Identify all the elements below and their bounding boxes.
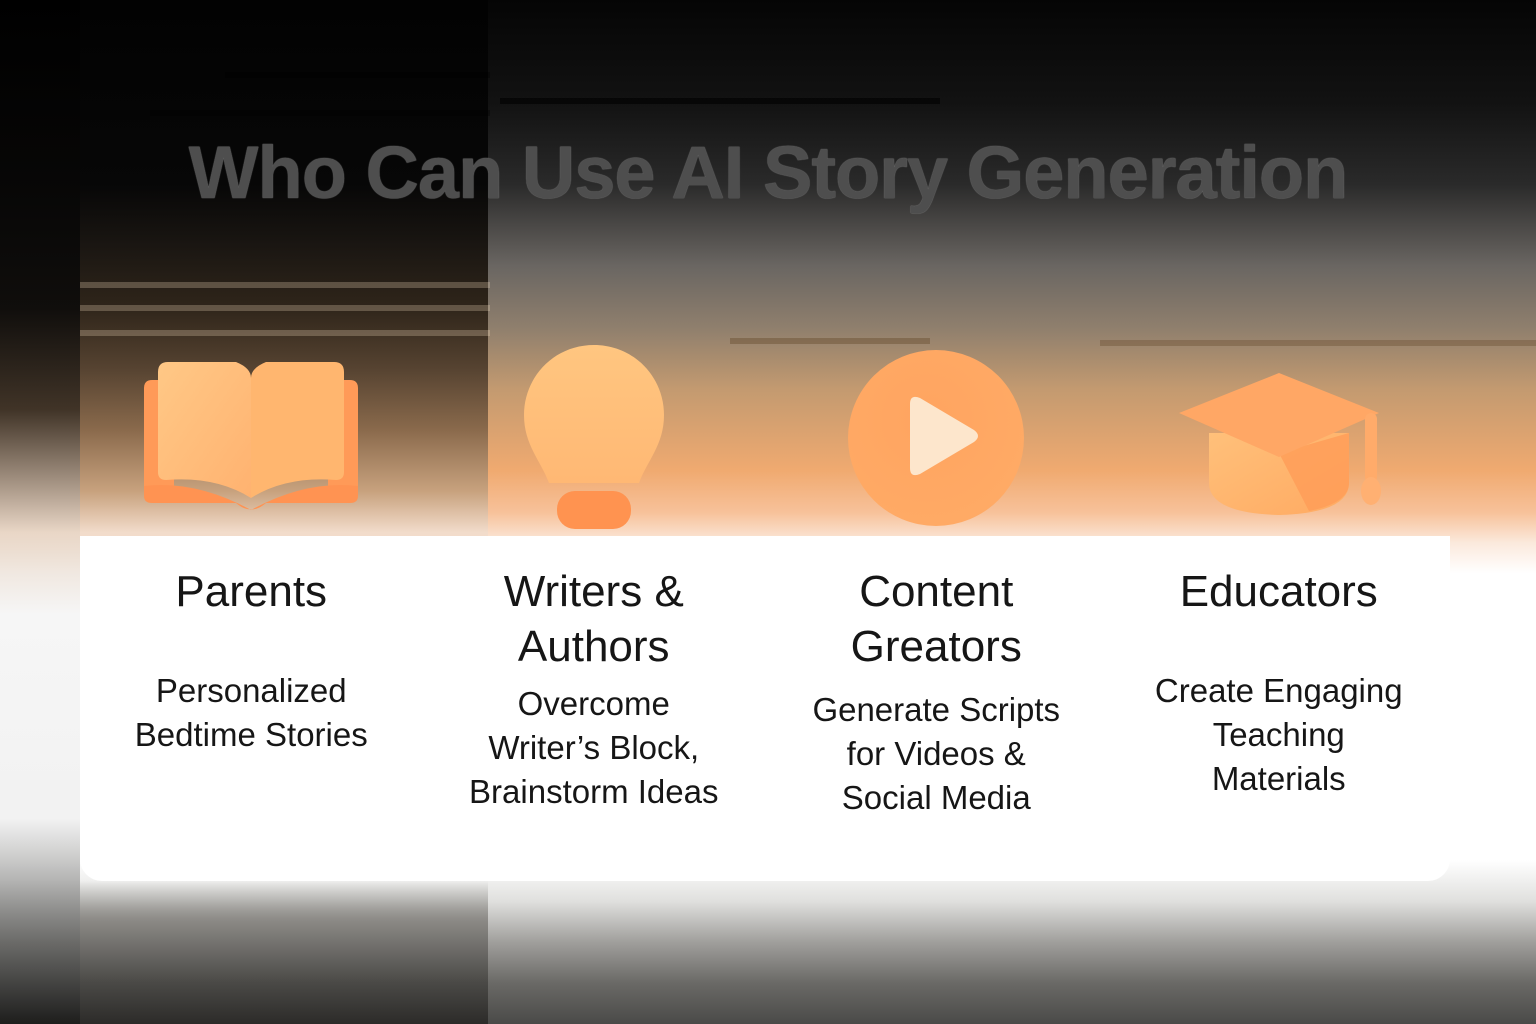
icons-row <box>80 340 1450 540</box>
background-streak <box>80 282 490 288</box>
card-title: Educators <box>1179 567 1378 616</box>
background-streak <box>500 98 940 104</box>
card-title: Content Greators <box>850 567 1022 671</box>
open-book-icon <box>136 358 366 523</box>
card-title: Writers & Authors <box>503 567 684 671</box>
background-streak <box>80 305 490 311</box>
card-description: Personalized Bedtime Stories <box>134 672 368 753</box>
icon-slot-content-creators <box>765 340 1108 540</box>
graduation-cap-icon <box>1169 353 1389 528</box>
audience-card-educators: Educators Create Engaging Teaching Mater… <box>1108 536 1451 881</box>
audience-card-content-creators: Content Greators Generate Scripts for Vi… <box>765 536 1108 881</box>
card-description: Create Engaging Teaching Materials <box>1154 672 1403 797</box>
background-streak <box>1100 340 1536 346</box>
card-description: Generate Scripts for Videos & Social Med… <box>812 691 1061 816</box>
card-title: Parents <box>175 567 328 616</box>
audience-card-writers-authors: Writers & Authors Overcome Writer’s Bloc… <box>423 536 766 881</box>
background-streak <box>150 110 490 116</box>
icon-slot-parents <box>80 340 423 540</box>
play-button-icon[interactable] <box>846 348 1026 533</box>
background-streak <box>80 330 490 336</box>
background-streak <box>225 72 490 78</box>
lightbulb-icon <box>519 343 669 538</box>
background-left-edge <box>0 0 80 1024</box>
background-streak <box>730 338 930 344</box>
page-title: Who Can Use AI Story Generation <box>188 131 1349 214</box>
icon-slot-writers <box>423 340 766 540</box>
icon-slot-educators <box>1108 340 1451 540</box>
audience-cards-panel: Parents Personalized Bedtime Stories Wri… <box>80 536 1450 881</box>
audience-card-parents: Parents Personalized Bedtime Stories <box>80 536 423 881</box>
card-description: Overcome Writer’s Block, Brainstorm Idea… <box>469 685 719 810</box>
